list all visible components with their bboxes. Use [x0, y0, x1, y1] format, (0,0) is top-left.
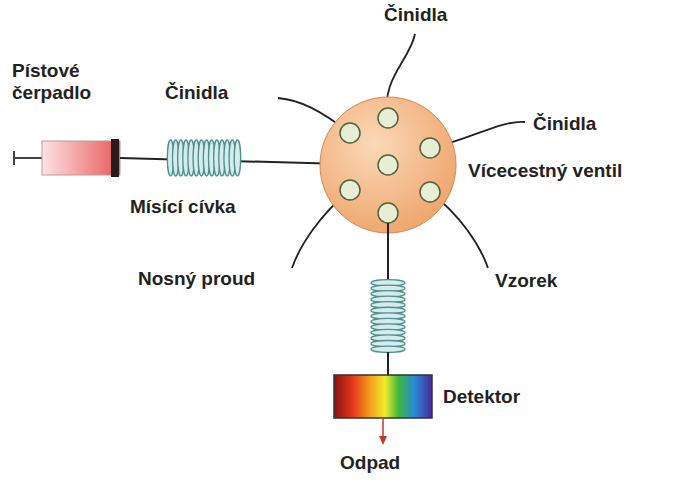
coil-winding	[371, 346, 405, 352]
coil-winding	[234, 140, 240, 176]
plunger-rod	[14, 157, 42, 159]
waste-arrowhead	[379, 436, 387, 445]
valve-port	[340, 180, 360, 200]
detector-label: Detektor	[443, 386, 520, 408]
reagent-label: Činidla	[533, 113, 596, 135]
detector	[334, 375, 432, 418]
reaction-coil	[371, 280, 405, 353]
mixing-coil	[167, 140, 240, 176]
outlet-tube	[387, 352, 389, 375]
plunger-handle	[13, 151, 15, 165]
valve-port	[378, 203, 398, 223]
valve-port	[340, 123, 360, 143]
valve-port	[378, 155, 398, 175]
valve-label: Vícecestný ventil	[468, 160, 622, 182]
syringe-barrel	[42, 141, 120, 175]
sample-label: Vzorek	[495, 270, 557, 292]
multiport-valve	[320, 97, 456, 233]
pump-label: Pístové čerpadlo	[12, 60, 112, 104]
valve-port	[378, 108, 398, 128]
outlet-tube	[387, 223, 389, 280]
valve-ports	[340, 108, 440, 223]
valve-port	[420, 138, 440, 158]
reagent-label: Činidla	[384, 4, 447, 26]
reagent-label: Činidla	[165, 82, 228, 104]
valve-port	[420, 182, 440, 202]
carrier-label: Nosný proud	[138, 268, 255, 290]
waste-label: Odpad	[340, 452, 400, 474]
plunger-seal	[111, 139, 119, 177]
waste-arrow	[382, 418, 384, 438]
coil-label: Mísící cívka	[130, 196, 236, 218]
